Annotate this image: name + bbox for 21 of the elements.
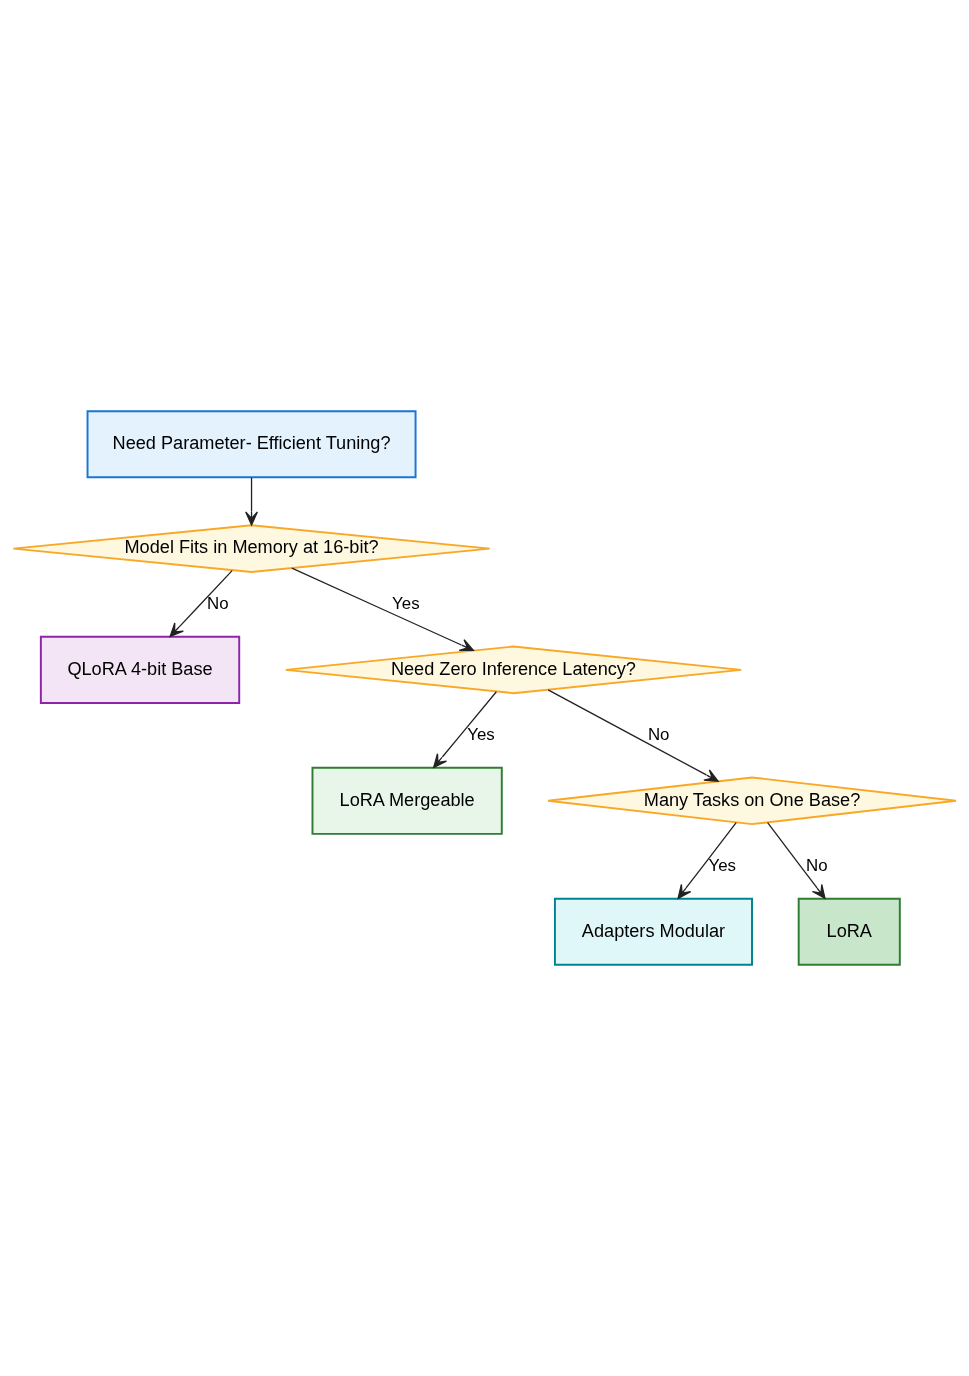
node-diamond: Need Zero Inference Latency? — [284, 645, 743, 695]
edge-label: Yes — [467, 724, 495, 744]
edge-label: No — [806, 855, 828, 875]
edge-label: No — [647, 724, 670, 744]
arrow — [677, 822, 737, 899]
edge-label: Yes — [708, 855, 736, 875]
node-box: LoRA Mergeable — [311, 766, 503, 835]
edge-label: Yes — [392, 593, 420, 613]
node-box: QLoRA 4-bit Base — [39, 635, 241, 704]
arrow — [169, 569, 233, 638]
node-diamond: Many Tasks on One Base? — [547, 776, 957, 826]
arrow — [291, 567, 475, 652]
arrow — [245, 477, 259, 526]
node-box: LoRA — [797, 897, 901, 966]
arrow — [433, 691, 497, 769]
arrow — [547, 689, 719, 782]
arrow — [767, 822, 826, 899]
node-box: Need Parameter- Efficient Tuning? — [86, 410, 417, 479]
edge-label: No — [207, 593, 229, 613]
node-box: Adapters Modular — [553, 897, 753, 966]
node-diamond: Model Fits in Memory at 16-bit? — [12, 524, 491, 573]
